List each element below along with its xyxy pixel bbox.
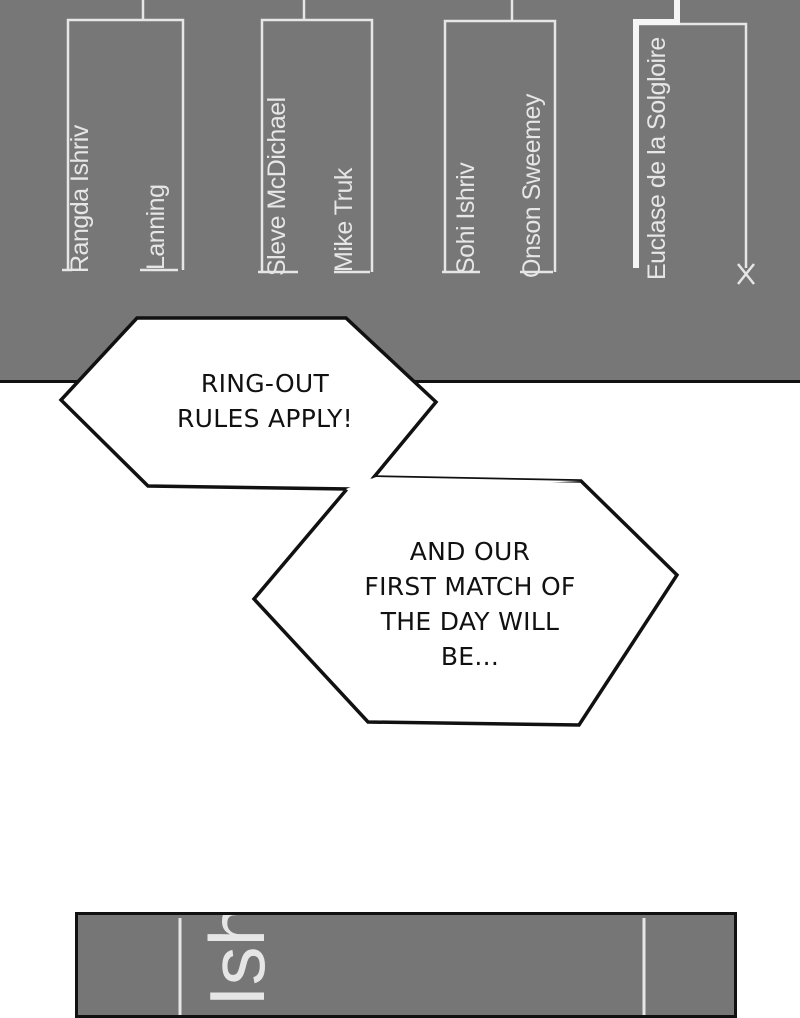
bracket-panel: Rangda Ishriv Lanning Sleve McDichael Mi… [0,0,800,383]
closeup-panel: Ish [75,912,737,1018]
speech-bubble-outline [58,316,680,727]
closeup-lines [178,918,646,1015]
closeup-name-text: Ish [193,912,281,1007]
eliminated-cross-icon [737,263,755,285]
speech-bubble-1-text: RING-OUT RULES APPLY! [177,369,353,433]
winner-path [633,0,680,268]
speech-bubble-2-text: AND OUR FIRST MATCH OF THE DAY WILL BE..… [364,537,576,671]
bracket-lines [62,0,755,285]
